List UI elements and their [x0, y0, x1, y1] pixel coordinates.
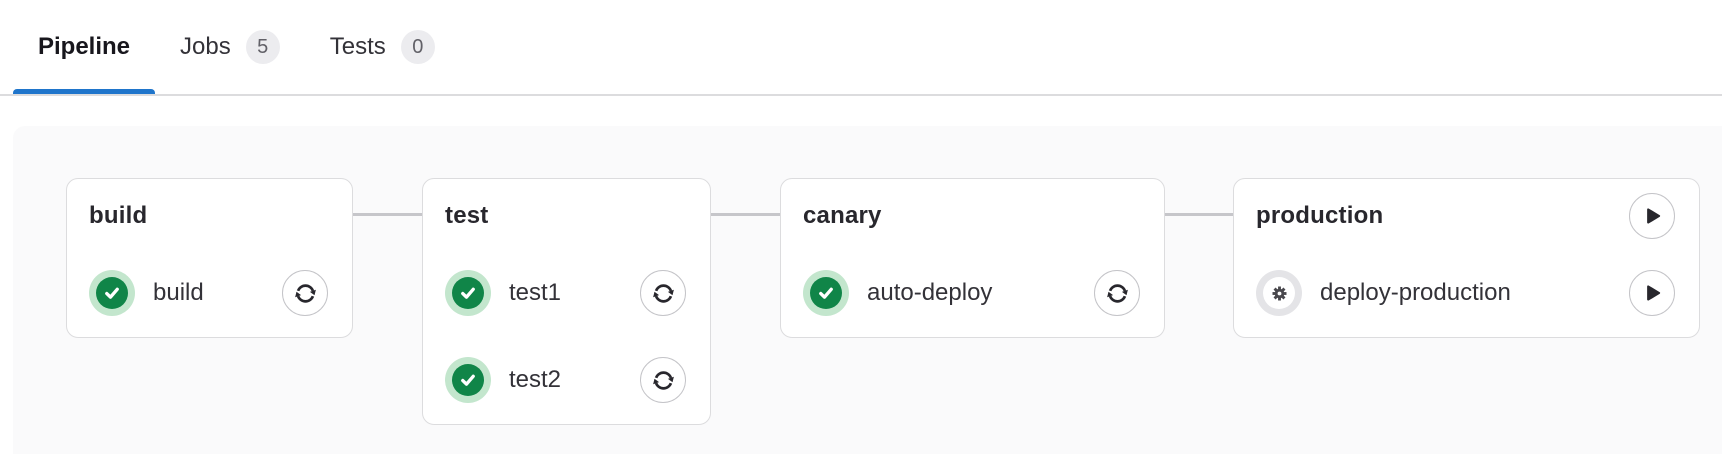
- stage-connector: [353, 213, 423, 216]
- stage-card-production: production: [1233, 178, 1700, 338]
- play-job-button[interactable]: [1629, 270, 1675, 316]
- status-success-icon: [89, 270, 135, 316]
- stage-connector: [711, 213, 781, 216]
- gear-icon: [1268, 282, 1291, 305]
- job-name: test1: [509, 279, 562, 306]
- tab-jobs-label: Jobs: [180, 33, 231, 60]
- stage-card-canary: canary auto-deploy: [780, 178, 1165, 338]
- job-row: build: [89, 270, 328, 316]
- stage-title: build: [89, 202, 148, 229]
- status-success-icon: [445, 357, 491, 403]
- stage-header: test: [445, 194, 686, 238]
- play-icon: [1639, 203, 1665, 229]
- job-link-auto-deploy[interactable]: auto-deploy: [803, 270, 992, 316]
- stage-title: canary: [803, 202, 882, 229]
- retry-icon: [1104, 280, 1131, 307]
- retry-job-button[interactable]: [640, 270, 686, 316]
- status-manual-icon: [1256, 270, 1302, 316]
- jobs-count-badge: 5: [245, 30, 280, 64]
- job-name: auto-deploy: [867, 279, 993, 306]
- retry-job-button[interactable]: [1094, 270, 1140, 316]
- status-success-icon: [445, 270, 491, 316]
- stage-connector: [1165, 213, 1234, 216]
- job-link-test1[interactable]: test1: [445, 270, 561, 316]
- stage-header: build: [89, 194, 328, 238]
- pipeline-tabs: Pipeline Jobs 5 Tests 0: [0, 0, 1722, 96]
- retry-icon: [650, 280, 677, 307]
- stage-header: canary: [803, 194, 1140, 238]
- tab-tests-label: Tests: [329, 33, 386, 60]
- stage-card-test: test test1: [422, 178, 711, 425]
- retry-job-button[interactable]: [282, 270, 328, 316]
- stage-title: test: [445, 202, 489, 229]
- job-link-build[interactable]: build: [89, 270, 204, 316]
- job-name: build: [153, 279, 204, 306]
- job-row: deploy-production: [1256, 270, 1675, 316]
- stage-title: production: [1256, 202, 1384, 229]
- tab-jobs[interactable]: Jobs 5: [155, 0, 305, 94]
- job-row: auto-deploy: [803, 270, 1140, 316]
- job-link-test2[interactable]: test2: [445, 357, 561, 403]
- tab-pipeline-label: Pipeline: [38, 33, 131, 60]
- pipeline-graph: build build: [13, 126, 1722, 454]
- play-icon: [1639, 280, 1665, 306]
- status-success-icon: [803, 270, 849, 316]
- job-name: test2: [509, 366, 562, 393]
- retry-icon: [292, 280, 319, 307]
- job-name: deploy-production: [1320, 279, 1511, 306]
- tab-pipeline[interactable]: Pipeline: [13, 0, 156, 94]
- retry-job-button[interactable]: [640, 357, 686, 403]
- play-stage-button[interactable]: [1629, 193, 1675, 239]
- stage-header: production: [1256, 193, 1675, 239]
- tab-tests[interactable]: Tests 0: [305, 0, 460, 94]
- job-row: test1: [445, 270, 686, 316]
- job-row: test2: [445, 357, 686, 403]
- job-link-deploy-production[interactable]: deploy-production: [1256, 270, 1511, 316]
- retry-icon: [650, 367, 677, 394]
- tests-count-badge: 0: [400, 30, 435, 64]
- stage-card-build: build build: [66, 178, 353, 338]
